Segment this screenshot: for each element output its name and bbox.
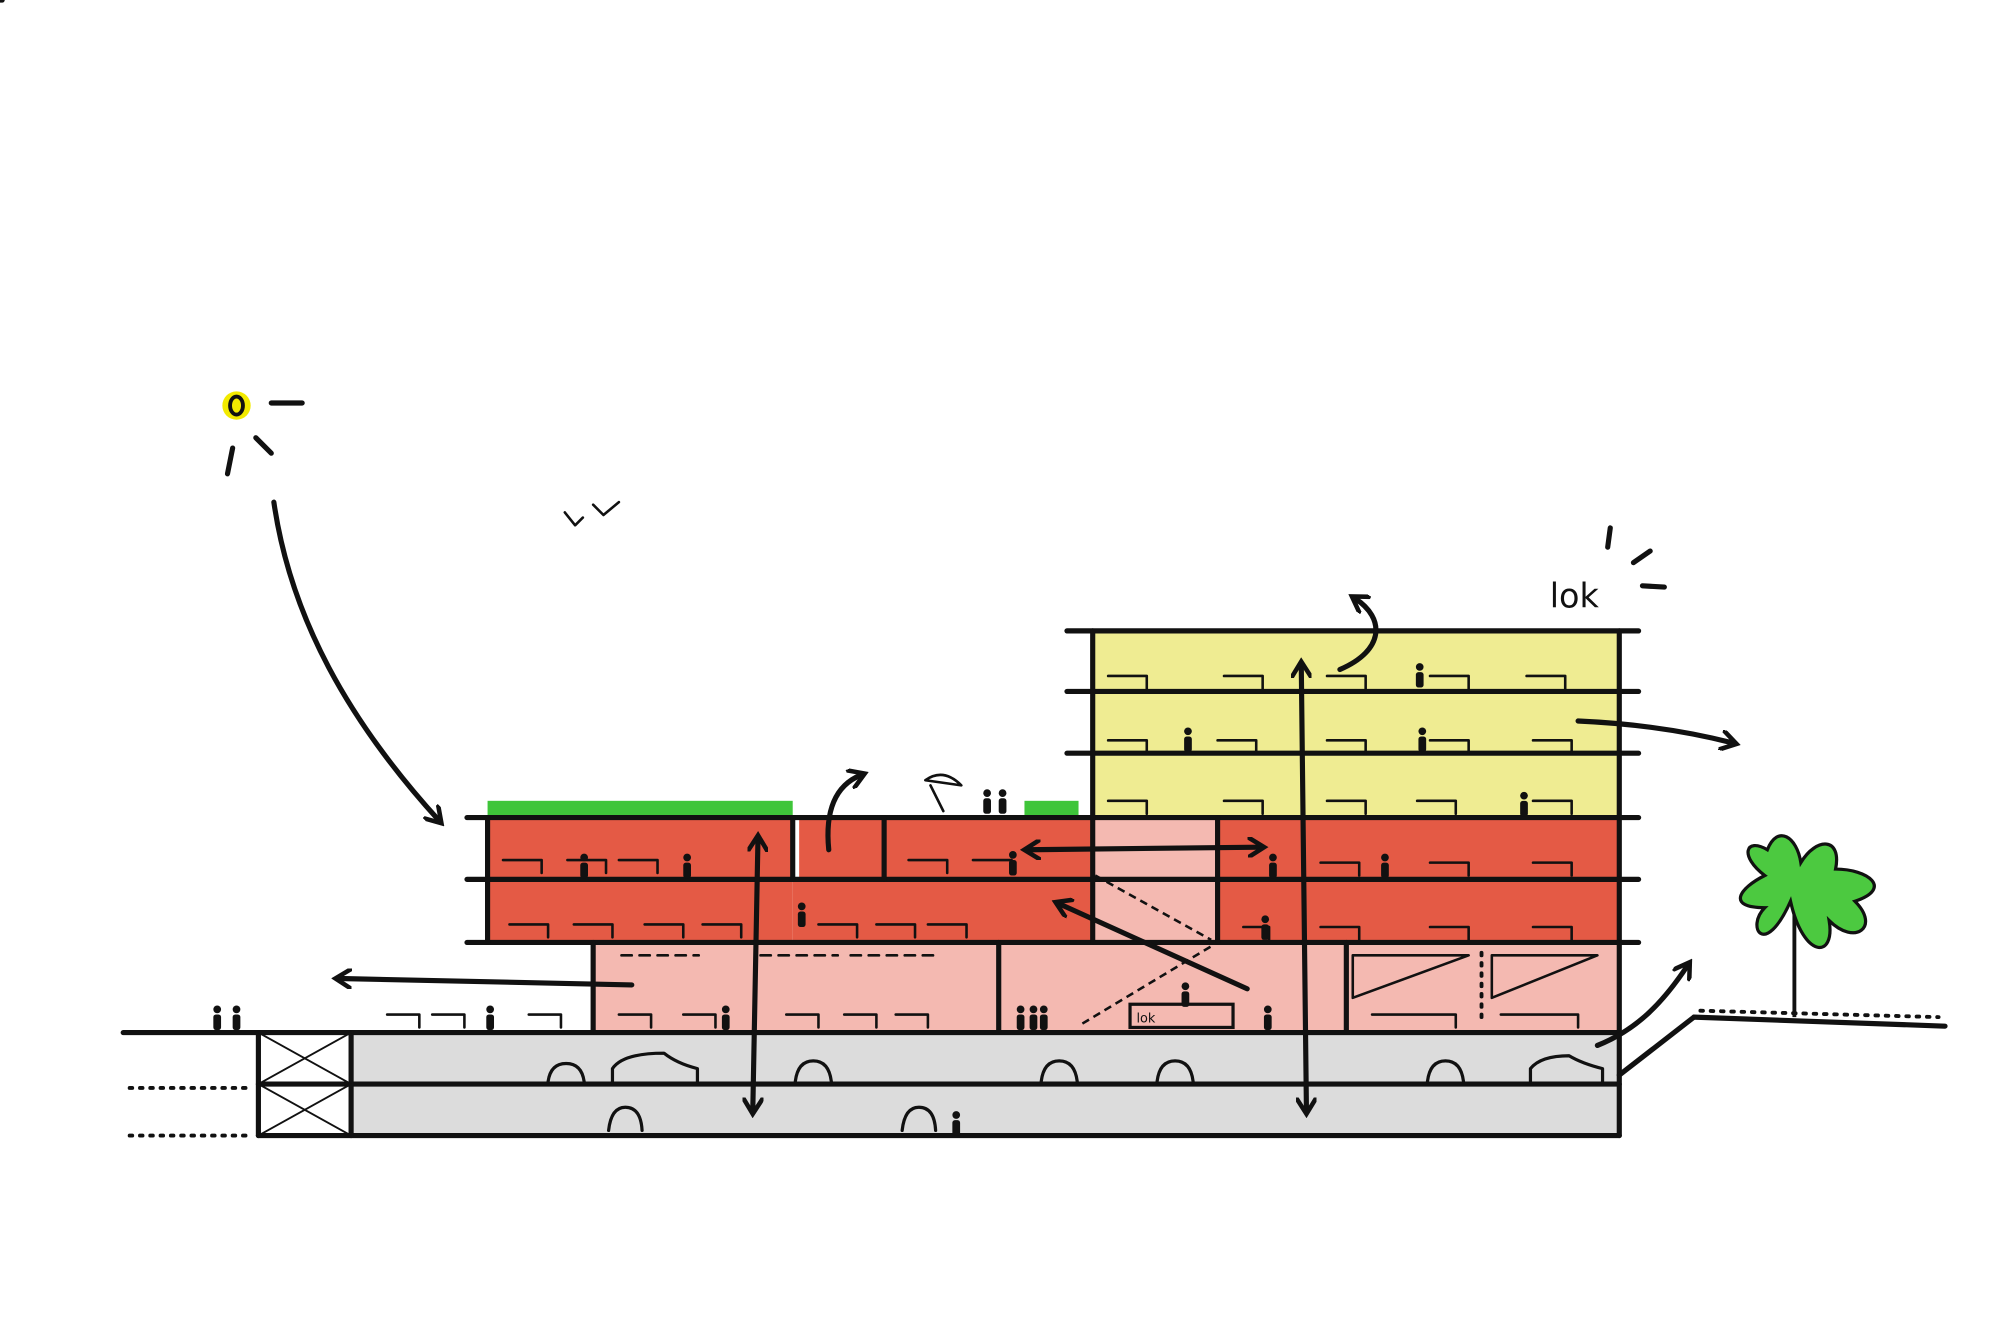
- vertical-arrow-right: [1301, 666, 1306, 1110]
- green-roof: [487, 800, 1079, 817]
- cars: [546, 1051, 1605, 1133]
- diagonal-arrow: [1059, 904, 1250, 992]
- sky-annotation: lok: [1550, 525, 1667, 616]
- horizontal-double-arrow: [1028, 847, 1260, 850]
- out-arrow-right: [1575, 718, 1733, 743]
- tree-icon: [1739, 834, 1876, 1018]
- birds-icon: [563, 500, 621, 527]
- underground-dotted-lines: [127, 1008, 1941, 1138]
- terrace-arrow: [825, 775, 861, 853]
- structure: [120, 628, 1948, 1139]
- sky-label: lok: [1550, 577, 1600, 616]
- sunlight-arrow: [271, 499, 439, 820]
- ramp-arrow: [1594, 966, 1687, 1049]
- people: [0, 0, 1528, 1136]
- exit-arrow-left: [340, 979, 635, 985]
- stair: [1081, 874, 1212, 1025]
- desk-label: lok: [1136, 1011, 1155, 1026]
- furniture: [385, 674, 1599, 1029]
- roof-arrow: [1337, 599, 1379, 673]
- vertical-arrow-left: [753, 839, 758, 1109]
- sun-icon: [222, 391, 305, 477]
- circulation-arrows: [271, 499, 1733, 1110]
